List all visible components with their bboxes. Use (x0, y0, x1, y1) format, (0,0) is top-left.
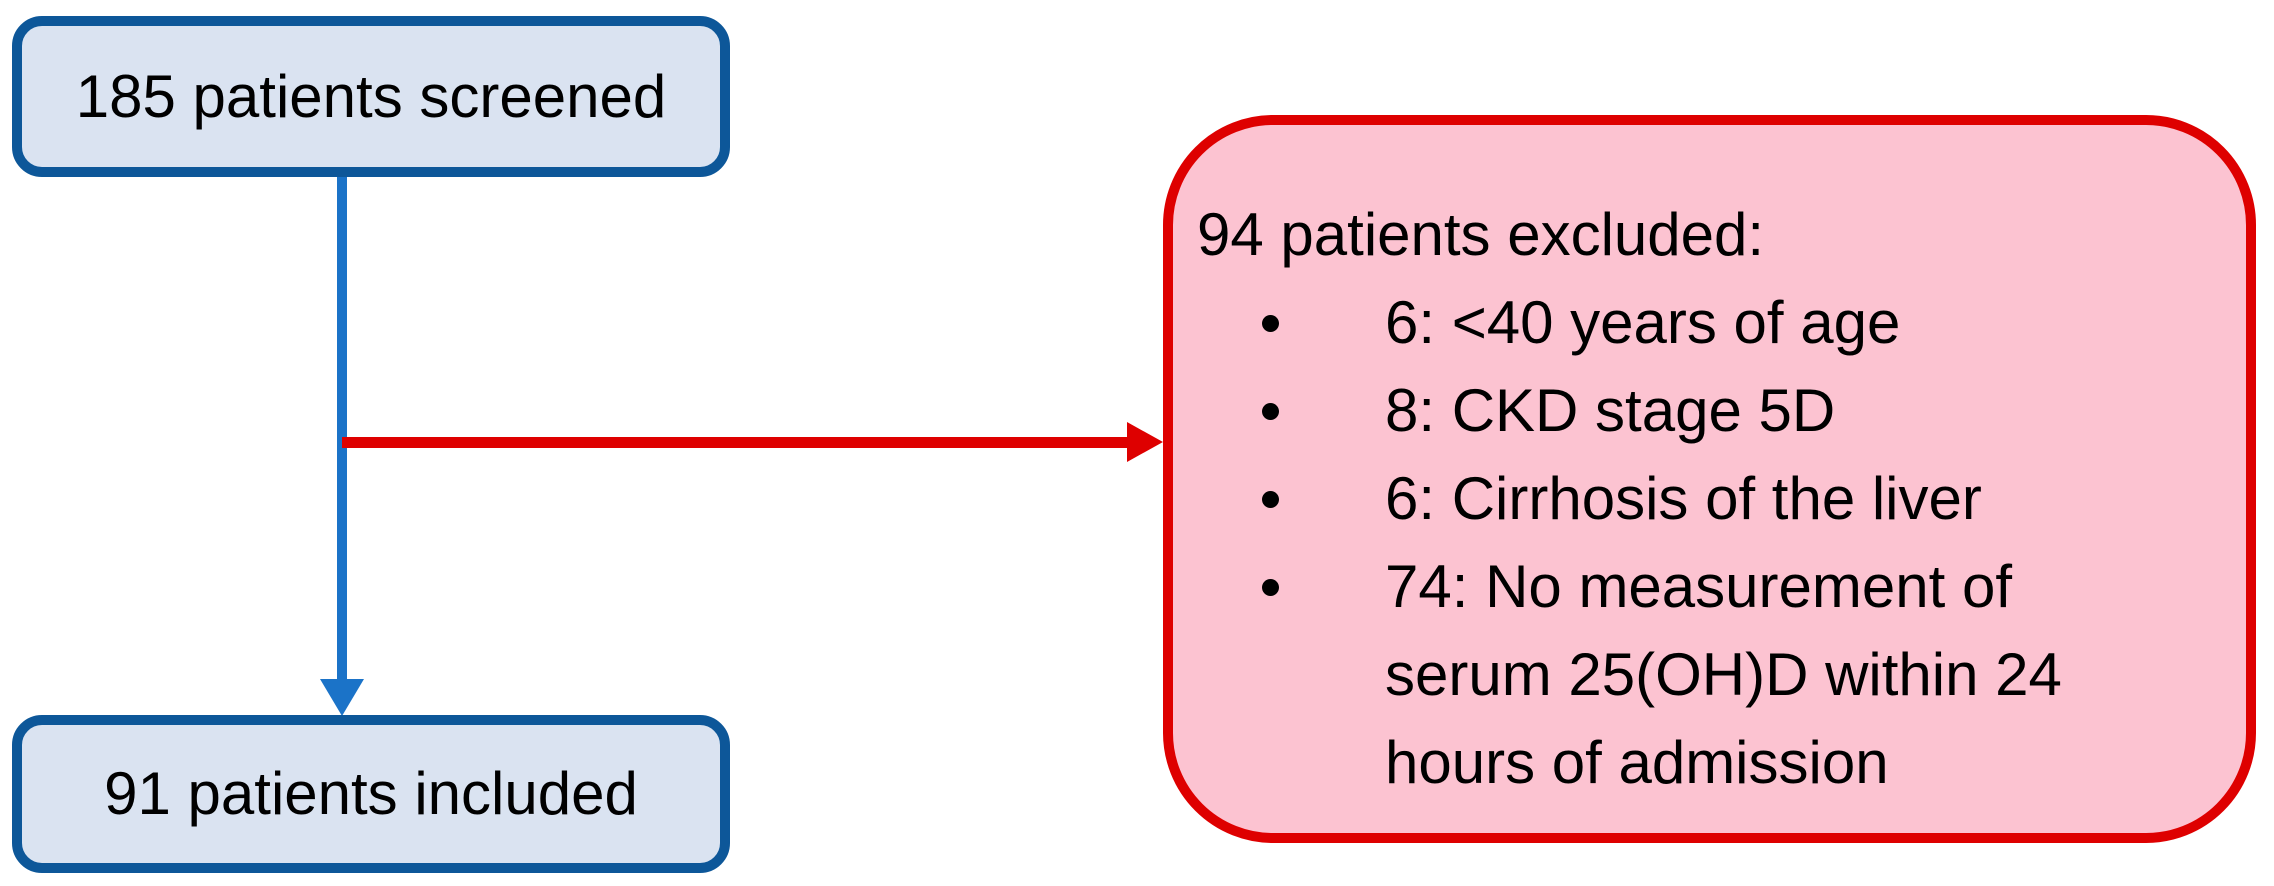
excluded-reason-text: 8: CKD stage 5D (1385, 377, 1836, 444)
include-down-arrow (320, 175, 364, 716)
excluded-reason-item: 8: CKD stage 5D (1197, 367, 2218, 455)
excluded-reason-item: 74: No measurement of serum 25(OH)D with… (1197, 543, 2218, 807)
excluded-reason-text: 74: No measurement of serum 25(OH)D with… (1385, 553, 2062, 796)
bullet-dot-icon (1197, 455, 1385, 543)
exclude-right-arrow (342, 422, 1163, 462)
excluded-box-header: 94 patients excluded: (1197, 201, 1765, 268)
bullet-dot-icon (1197, 367, 1385, 455)
excluded-box: 94 patients excluded: 6: <40 years of ag… (1163, 115, 2256, 843)
excluded-reasons-list: 6: <40 years of age 8: CKD stage 5D 6: C… (1197, 279, 2218, 807)
included-box: 91 patients included (12, 715, 730, 873)
excluded-reason-text: 6: <40 years of age (1385, 289, 1901, 356)
bullet-dot-icon (1197, 279, 1385, 367)
excluded-reason-text: 6: Cirrhosis of the liver (1385, 465, 1982, 532)
excluded-reason-item: 6: <40 years of age (1197, 279, 2218, 367)
excluded-reason-item: 6: Cirrhosis of the liver (1197, 455, 2218, 543)
bullet-dot-icon (1197, 543, 1385, 631)
screened-box-label: 185 patients screened (75, 62, 667, 130)
included-box-label: 91 patients included (104, 760, 638, 827)
screened-box: 185 patients screened (12, 16, 730, 177)
